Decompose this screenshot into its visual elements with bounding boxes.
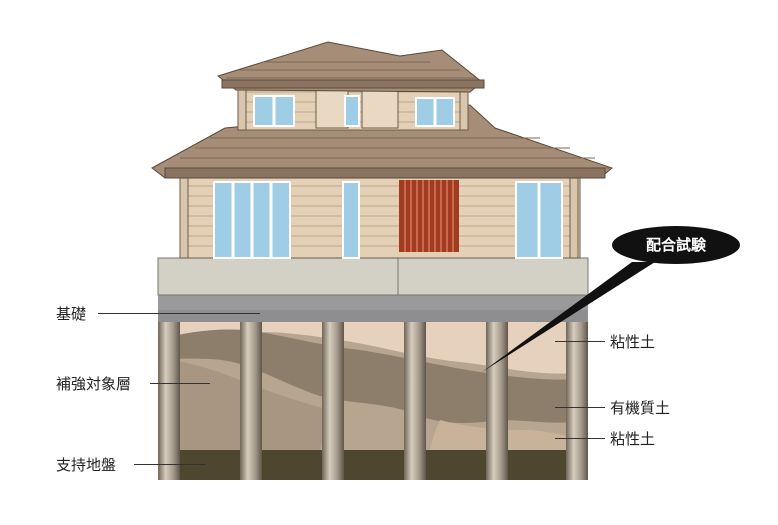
house — [152, 42, 612, 295]
house-base — [158, 258, 588, 295]
label-foundation: 基礎 — [56, 303, 86, 324]
label-clay-lower: 粘性土 — [610, 428, 655, 449]
label-bearing-ground: 支持地盤 — [56, 454, 116, 475]
bearing-ground-layer — [158, 450, 588, 480]
leader-line-bearing — [134, 464, 206, 465]
leader-line-foundation — [98, 313, 260, 314]
pile — [566, 322, 588, 480]
ground-section — [158, 295, 588, 480]
window — [343, 182, 359, 258]
leader-line-reinforcement — [150, 383, 210, 384]
pile — [158, 322, 180, 480]
pile — [404, 322, 426, 480]
window — [345, 96, 359, 126]
label-organic-soil: 有機質土 — [610, 397, 670, 418]
pile — [486, 322, 508, 480]
leader-line-organic — [555, 407, 605, 408]
pile — [240, 322, 262, 480]
callout-label: 配合試験 — [615, 232, 737, 258]
leader-line-clay-lower — [555, 438, 605, 439]
label-reinforcement-layer: 補強対象層 — [56, 373, 131, 394]
leader-line-clay-upper — [555, 341, 605, 342]
foundation-slab-edge — [158, 310, 588, 322]
label-clay-upper: 粘性土 — [610, 331, 655, 352]
pile — [322, 322, 344, 480]
